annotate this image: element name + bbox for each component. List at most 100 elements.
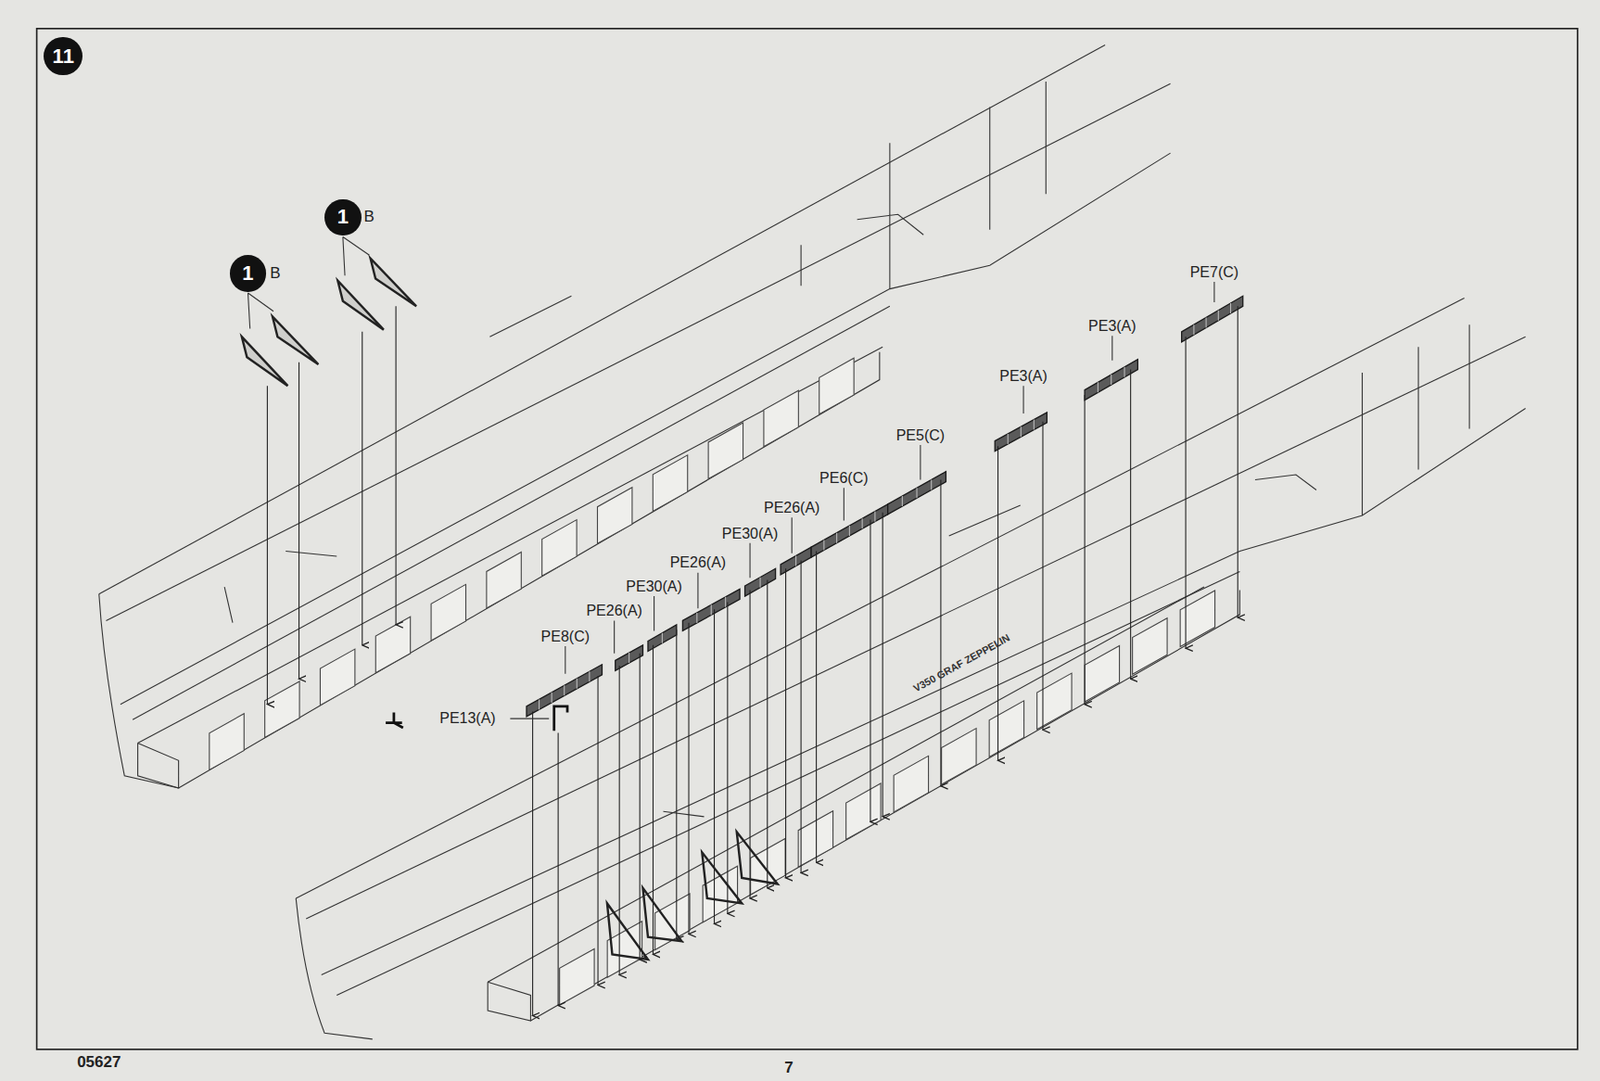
bulkhead — [893, 755, 928, 813]
photo-etch-part — [1181, 295, 1244, 343]
hull-line — [120, 152, 1171, 705]
placement-arrow — [1084, 394, 1086, 705]
part-segment — [823, 539, 825, 550]
placement-arrow — [882, 512, 884, 817]
leader-line — [564, 646, 566, 674]
hull-line — [295, 298, 1464, 899]
part-segment — [1206, 317, 1207, 328]
part-segment — [538, 698, 540, 710]
label-leaders — [509, 281, 1215, 719]
part-segment — [760, 577, 762, 588]
part-segment — [563, 685, 565, 696]
part-segment — [576, 678, 578, 689]
lower-hull-section — [295, 298, 1525, 1040]
leader-line — [613, 620, 615, 653]
photo-etch-part — [994, 412, 1047, 452]
part-label: PE8(C) — [539, 628, 592, 646]
photo-etch-part — [811, 504, 889, 558]
bracket-part — [642, 888, 682, 941]
placement-arrow — [726, 602, 728, 915]
placement-arrow — [749, 589, 751, 899]
bulkhead — [1037, 673, 1072, 730]
part-symbol — [554, 706, 568, 731]
bulkhead — [559, 948, 595, 1005]
part-label: PE26(A) — [761, 499, 822, 517]
placement-arrow — [558, 733, 559, 1006]
deck-end — [487, 981, 531, 1021]
part-label: PE7(C) — [1188, 264, 1241, 281]
callout-number: 1 — [337, 206, 349, 228]
photo-etch-part — [526, 664, 602, 717]
leader-line — [1023, 385, 1025, 414]
placement-arrow — [687, 622, 689, 935]
deck-end — [138, 743, 179, 788]
bulkhead — [708, 422, 743, 480]
leader-line — [342, 236, 370, 276]
part-label: PE30(A) — [623, 578, 684, 596]
bulkhead — [652, 455, 687, 512]
hull-detail — [1255, 324, 1470, 516]
leader-line — [697, 572, 699, 610]
hull-detail — [800, 81, 1046, 290]
leader-line — [509, 718, 549, 720]
placement-arrow — [815, 551, 817, 864]
part-segment — [724, 596, 726, 608]
page-frame — [37, 28, 1578, 1050]
part-segment — [588, 671, 590, 682]
placement-arrow — [1237, 305, 1239, 618]
placement-arrow — [1041, 421, 1043, 731]
part-segment — [628, 652, 630, 663]
bulkhead — [798, 811, 833, 868]
placement-arrow — [596, 675, 598, 986]
photo-etch-part — [682, 588, 740, 631]
part-segment — [1230, 303, 1232, 314]
part-label: PE3(A) — [1086, 317, 1139, 335]
part-tree-letter: B — [269, 264, 280, 283]
part-segment — [849, 525, 851, 536]
leader-line — [919, 444, 921, 480]
part-label: PE13(A) — [437, 710, 497, 727]
part-segment — [1123, 367, 1125, 378]
part-segment — [1110, 374, 1112, 385]
leader-line — [653, 596, 655, 631]
placement-arrow — [619, 665, 621, 976]
part-segment — [1097, 381, 1099, 393]
callout-circle: 1B — [229, 254, 267, 293]
callout-circle: 1B — [324, 199, 362, 237]
placement-arrow — [800, 559, 802, 873]
bulkhead — [596, 487, 632, 545]
part-segment — [1193, 324, 1194, 335]
bulkhead — [319, 648, 355, 706]
placement-arrow — [766, 579, 768, 889]
placement-arrow — [395, 305, 397, 625]
leader-line — [791, 517, 793, 554]
bulkhead — [846, 783, 881, 840]
bulkhead — [1132, 618, 1168, 675]
part-segment — [1007, 433, 1009, 445]
bulkhead — [1084, 645, 1119, 702]
placement-arrow — [675, 629, 677, 940]
placement-arrow — [266, 385, 268, 705]
bulkhead — [763, 390, 799, 447]
photo-etch-part — [888, 471, 947, 515]
bracket-part — [370, 258, 418, 307]
bracket-part — [736, 831, 778, 884]
hull-line — [305, 336, 1525, 919]
part-segment — [1033, 419, 1035, 431]
callout-number: 11 — [52, 46, 75, 67]
callout-leaders — [247, 236, 369, 329]
bulkhead — [486, 551, 521, 609]
bulkhead — [819, 357, 854, 415]
page-number: 7 — [782, 1058, 795, 1078]
bracket-part — [272, 316, 319, 365]
placement-arrow — [1185, 336, 1187, 648]
part-segment — [661, 633, 663, 644]
part-segment — [795, 556, 797, 567]
part-segment — [551, 692, 553, 703]
bulkhead — [209, 713, 244, 771]
leader-line — [1111, 335, 1113, 360]
placement-arrows — [266, 305, 1238, 1016]
callout-circle: 11 — [43, 37, 83, 77]
bulkhead — [655, 893, 690, 951]
part-segment — [930, 479, 932, 490]
